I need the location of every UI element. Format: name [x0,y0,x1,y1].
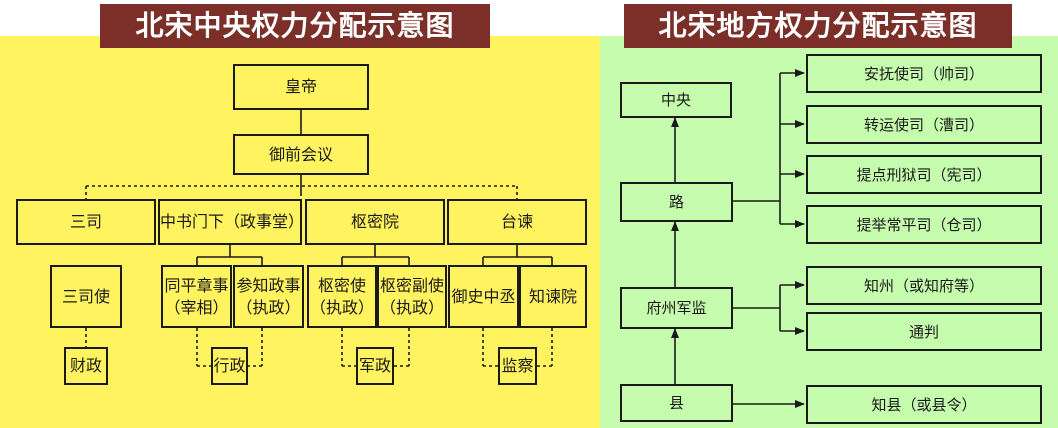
tiju-changping-si-box: 提举常平司（仓司） [806,205,1042,244]
local-title: 北宋地方权力分配示意图 [624,4,1012,48]
military-label: 军政 [356,347,394,385]
center-box: 中央 [620,82,732,118]
san-si-box: 三司 [16,199,156,245]
shumiyuan-box: 枢密院 [305,199,445,245]
shumi-fu-shi-box: 枢密副使 （执政） [377,265,447,328]
tongpan-box: 通判 [806,312,1042,351]
tong-ping-zhang-shi-box: 同平章事 （宰相） [161,265,232,328]
imperial-council-box: 御前会议 [233,134,369,175]
zhongshu-menxia-box: 中书门下（政事堂） [158,199,304,245]
tidian-xingyu-si-box: 提点刑狱司（宪司） [806,155,1042,194]
central-title: 北宋中央权力分配示意图 [100,4,490,48]
taijian-box: 台谏 [447,199,587,245]
anfu-shi-si-box: 安抚使司（帅司） [806,54,1042,93]
emperor-box: 皇帝 [233,64,369,110]
zhixian-box: 知县（或县令） [806,385,1042,424]
lu-box: 路 [620,182,733,222]
shumi-shi-box: 枢密使 （执政） [307,265,377,328]
zhuanyun-shi-si-box: 转运使司（漕司） [806,105,1042,144]
can-zhi-zheng-shi-box: 参知政事 （执政） [233,265,304,328]
zhizhou-box: 知州（或知府等） [806,266,1042,305]
finance-label: 财政 [64,347,108,385]
san-si-shi-box: 三司使 [50,265,122,328]
xian-box: 县 [620,384,733,422]
administration-label: 行政 [211,347,248,385]
zhi-jian-yuan-box: 知谏院 [519,265,587,328]
yushi-zhongcheng-box: 御史中丞 [448,265,519,328]
fuzhou-junjian-box: 府州军监 [620,287,733,329]
supervision-label: 监察 [498,347,537,385]
